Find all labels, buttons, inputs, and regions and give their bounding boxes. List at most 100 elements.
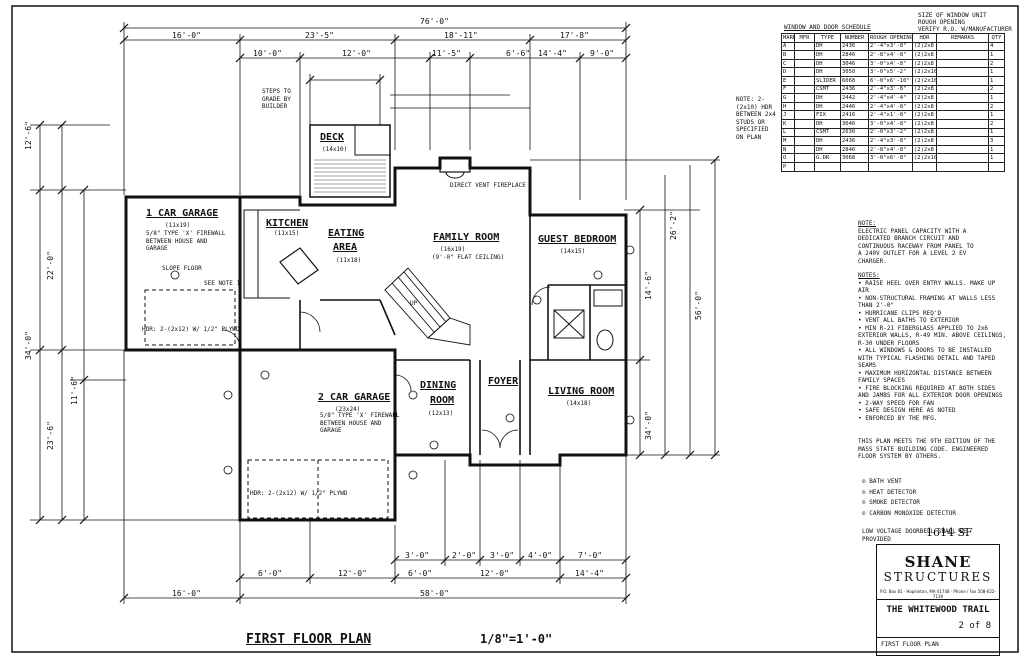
left-dim-2: 22'-0" [46,251,55,280]
guest-bedroom-size: (14x15) [560,248,586,255]
left-dim-5: 23'-6" [46,421,55,450]
schedule-cell: 3'-0"x6'-8" [868,153,913,163]
door-swings [221,286,551,449]
schedule-cell: D [781,67,795,77]
schedule-cell [936,153,989,163]
sheet-number: 2 of 8 [958,621,991,631]
left-dim-1: 12'-6" [24,121,33,150]
right-dim-1: 14'-6" [644,271,653,300]
schedule-cell: M [781,136,795,146]
code-compliance-note: THIS PLAN MEETS THE 9TH EDITION OF THE M… [858,438,996,460]
top-dim-3: 18'-11" [444,31,478,40]
schedule-cell: (2)2x8 [912,118,937,129]
top-dim-4: 17'-8" [560,31,589,40]
top-dim-2: 23'-5" [305,31,334,40]
schedule-cell [936,75,989,86]
general-note-item: • FIRE BLOCKING REQUIRED AT BOTH SIDES A… [858,384,1003,400]
legend-symbol-icon: ⊙ [862,499,870,506]
schedule-cell: E [781,75,795,86]
deck-name: DECK [320,132,345,143]
project-name: THE WHITEWOOD TRAIL [886,605,990,615]
stairs-up-label: UP [410,300,418,307]
general-note-item: • NON-STRUCTURAL FRAMING AT WALLS LESS T… [858,294,996,310]
legend-label: BATH VENT [869,478,902,485]
left-dimension-ticks [35,120,89,525]
schedule-cell [794,101,815,112]
legend-symbol-icon: ⊙ [862,488,870,496]
bottom-dim-1: 3'-0" [405,551,430,560]
schedule-cell [814,161,841,172]
right-dimension-strings [530,159,720,456]
top-dimension-strings [123,22,627,200]
schedule-cell: (2)2x10 [912,67,937,77]
see-note: SEE NOTE 1 [204,280,241,287]
schedule-cell [794,58,815,69]
schedule-cell: (2)2x8 [912,41,937,52]
right-dimension-ticks [635,155,720,460]
overall-top-dimension: 76'-0" [420,17,449,26]
foyer-name: FOYER [488,376,519,387]
right-dim-3: 26'-2" [669,211,678,240]
family-ceiling: (9'-0" FLAT CEILING) [432,254,505,261]
schedule-cell: 2'-4"x4'-4" [868,93,913,103]
schedule-cell: 3046 [840,118,869,129]
schedule-cell: DH [814,58,841,69]
schedule-cell [912,161,937,172]
schedule-cell: 2846 [840,50,869,60]
schedule-cell: P [781,161,795,172]
schedule-cell [988,161,1005,172]
symbol-legend: ⊙ BATH VENT⊙ HEAT DETECTOR⊙ SMOKE DETECT… [862,478,982,520]
schedule-cell: K [781,118,795,129]
schedule-cell: 3050 [840,67,869,77]
garage1-name: 1 CAR GARAGE [146,208,219,219]
fireplace [439,157,471,173]
second-dim-5: 14'-4" [538,49,567,58]
eating-name: EATING [328,228,365,239]
schedule-cell: 3'-0"x5'-2" [868,67,913,77]
second-dim-1: 10'-0" [253,49,282,58]
garage1-slope: SLOPE FLOOR [162,265,202,272]
schedule-cell [794,144,815,155]
schedule-cell: H [781,101,795,112]
schedule-cell: 1 [988,153,1005,163]
legend-item: ⊙ HEAT DETECTOR [862,489,982,497]
schedule-cell: F [781,84,795,95]
second-dim-4: 6'-6" [506,49,531,58]
schedule-cell [794,67,815,77]
schedule-cell [794,161,815,172]
dining-name-2: ROOM [430,395,455,406]
general-note-item: • ENFORCED BY THE MFG. [858,414,938,422]
sheet-border [11,5,1019,653]
schedule-header-cell: MFR [794,33,815,43]
general-note-item: • MIN R-21 FIBERGLASS APPLIED TO 2x6 EXT… [858,324,1007,347]
schedule-cell: 6068 [840,75,869,86]
header-note-3: VERIFY R.O. W/MANUFACTURER [918,26,1012,33]
kitchen-island [279,247,319,285]
schedule-cell: DH [814,50,841,60]
deck-note: STEPS TO GRADE BY BUILDER [262,88,291,110]
schedule-cell: 2030 [840,127,869,138]
floor-area: 1614 SF [926,526,973,539]
schedule-cell: G.DR [814,153,841,163]
schedule-cell: 2'-4"x3'-8" [868,136,913,146]
window-tags [170,245,635,480]
schedule-cell: (2)2x8 [912,136,937,146]
schedule-cell: 2'-4"x4'-8" [868,101,913,112]
schedule-cell: J [781,110,795,120]
bottom-dim-2: 2'-0" [452,551,477,560]
title-block: SHANE STRUCTURES P.O. Box 81 · Hopkinton… [876,544,1000,656]
schedule-cell: 1 [988,144,1005,155]
side-header-note: NOTE: 2-(2x10) HDR BETWEEN 2x4 STUDS OR … [736,96,776,141]
legend-item: ⊙ BATH VENT [862,478,982,486]
sheet-scale: 1/8"=1'-0" [480,632,553,646]
schedule-cell: 2'-4"x3'-8" [868,41,913,52]
schedule-cell [794,127,815,138]
bottom2-dim-3: 6'-0" [408,569,433,578]
